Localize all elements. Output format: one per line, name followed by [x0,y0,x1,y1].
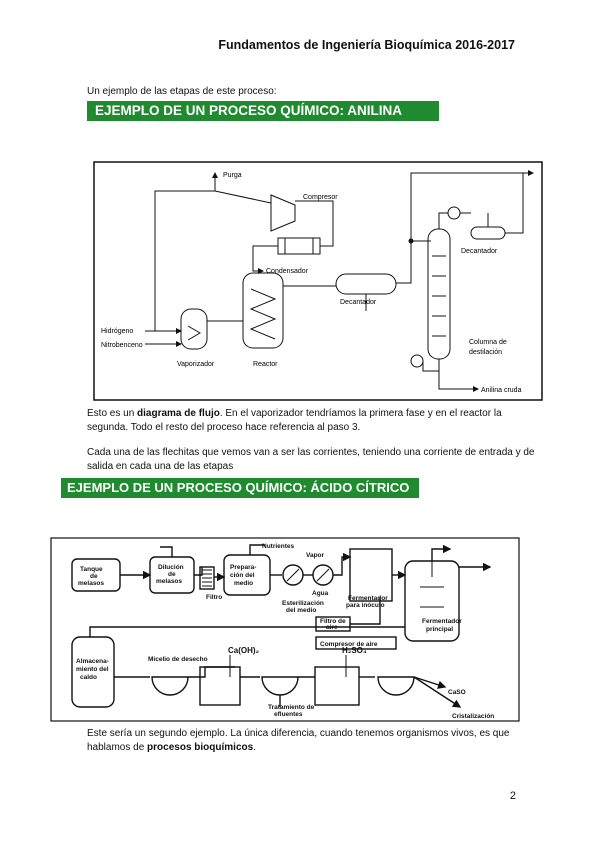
label-tratamiento-1: Tratamiento de [268,704,315,711]
label-decantador-left: Decantador [340,299,377,306]
label-esterilizacion-2: del medio [286,607,316,614]
label-micelio: Micelio de desecho [148,656,208,663]
label-columna-1: Columna de [469,339,507,346]
label-reactor: Reactor [253,361,278,368]
filtro-shape [199,566,215,590]
label-vapor: Vapor [306,552,325,559]
label-dilucion-2: de [168,571,176,578]
label-nitrobenceno: Nitrobenceno [101,342,143,349]
paragraph-second-example: Este sería un segundo ejemplo. La única … [87,727,527,755]
compressor-shape [270,194,296,232]
filtro-rotatorio-2-shape [261,676,299,696]
para3-text-bold: procesos bioquímicos [147,742,254,753]
label-condensador: Condensador [266,268,309,275]
label-almacenamiento-2: miento del [76,666,109,673]
reactor-shape [242,272,284,349]
para1-text-bold: diagrama de flujo [137,408,220,419]
intro-text: Un ejemplo de las etapas de este proceso… [87,86,277,97]
label-hidrogeno: Hidrógeno [101,328,133,335]
label-filtro: Filtro [206,594,222,601]
almacenamiento-shape [71,636,115,708]
paragraph-diagram-description: Esto es un diagrama de flujo. En el vapo… [87,407,532,435]
para1-text-before: Esto es un [87,408,138,419]
paragraph-streams: Cada una de las flechitas que vemos van … [87,447,535,472]
page-number: 2 [509,790,516,802]
label-vaporizador: Vaporizador [177,361,215,368]
label-nutrientes: Nutrientes [262,543,295,550]
acidificador-shape [314,666,360,706]
label-almacenamiento-1: Almacena- [76,658,109,665]
label-filtro-aire-1: Filtro de [320,618,346,625]
label-filtro-aire-2: aire [326,624,338,631]
label-preparacion-1: Prepara- [230,564,256,571]
label-compresor: Compresor [303,194,338,201]
filtro-rotatorio-3-shape [377,676,415,696]
label-fermentador-inoculo-2: para inóculo [346,602,385,609]
citric-acid-flow-diagram: Tanque de melasos Dilución de melasos Fi… [50,537,520,722]
compresor-aire-shape [315,636,397,650]
label-almacenamiento-3: caldo [80,674,97,681]
label-preparacion-2: ción del [230,572,255,579]
label-caso: CaSO [448,689,466,696]
label-dilucion-3: melasos [156,578,182,585]
label-compresor-aire: Compresor de aire [320,641,378,648]
para3-text-before: Este sería un segundo ejemplo. La única … [87,728,510,753]
label-dilucion-1: Dilución [158,564,184,571]
section-banner-anilina: EJEMPLO DE UN PROCESO QUÍMICO: ANILINA [87,101,439,121]
label-h2so4: H₂SO₄ [342,646,367,655]
label-purga: Purga [223,172,242,179]
label-tanque-2: de [90,573,98,580]
label-tratamiento-2: efluentes [274,711,303,718]
label-caoh: Ca(OH)₂ [228,646,260,655]
label-fermentador-principal-1: Fermentador [422,618,462,625]
aniline-flow-diagram: Purga Compresor Condensador Decantador D… [93,161,543,401]
label-tanque-1: Tanque [80,566,103,573]
precipitador-shape [199,666,241,706]
para3-text-after: . [253,742,256,753]
label-anilina-cruda: Anilina cruda [481,387,522,394]
label-preparacion-3: medio [234,580,253,587]
label-decantador-right: Decantador [461,248,498,255]
section-banner-citrico: EJEMPLO DE UN PROCESO QUÍMICO: ÁCIDO CÍT… [61,478,419,498]
label-cristalizacion: Cristalización [452,713,494,720]
label-tanque-3: melasos [78,580,104,587]
label-columna-2: destilación [469,349,502,356]
label-esterilizacion-1: Esterilización [282,600,324,607]
filtro-rotatorio-1-shape [151,676,189,696]
header-title: Fundamentos de Ingeniería Bioquímica 201… [218,38,515,52]
para1-text-after: . En el vaporizador tendríamos la primer… [87,408,502,433]
diagram-frame [93,161,543,401]
label-fermentador-principal-2: principal [426,626,453,633]
label-fermentador-inoculo-1: Fermentador [348,595,388,602]
label-agua: Agua [312,590,329,597]
